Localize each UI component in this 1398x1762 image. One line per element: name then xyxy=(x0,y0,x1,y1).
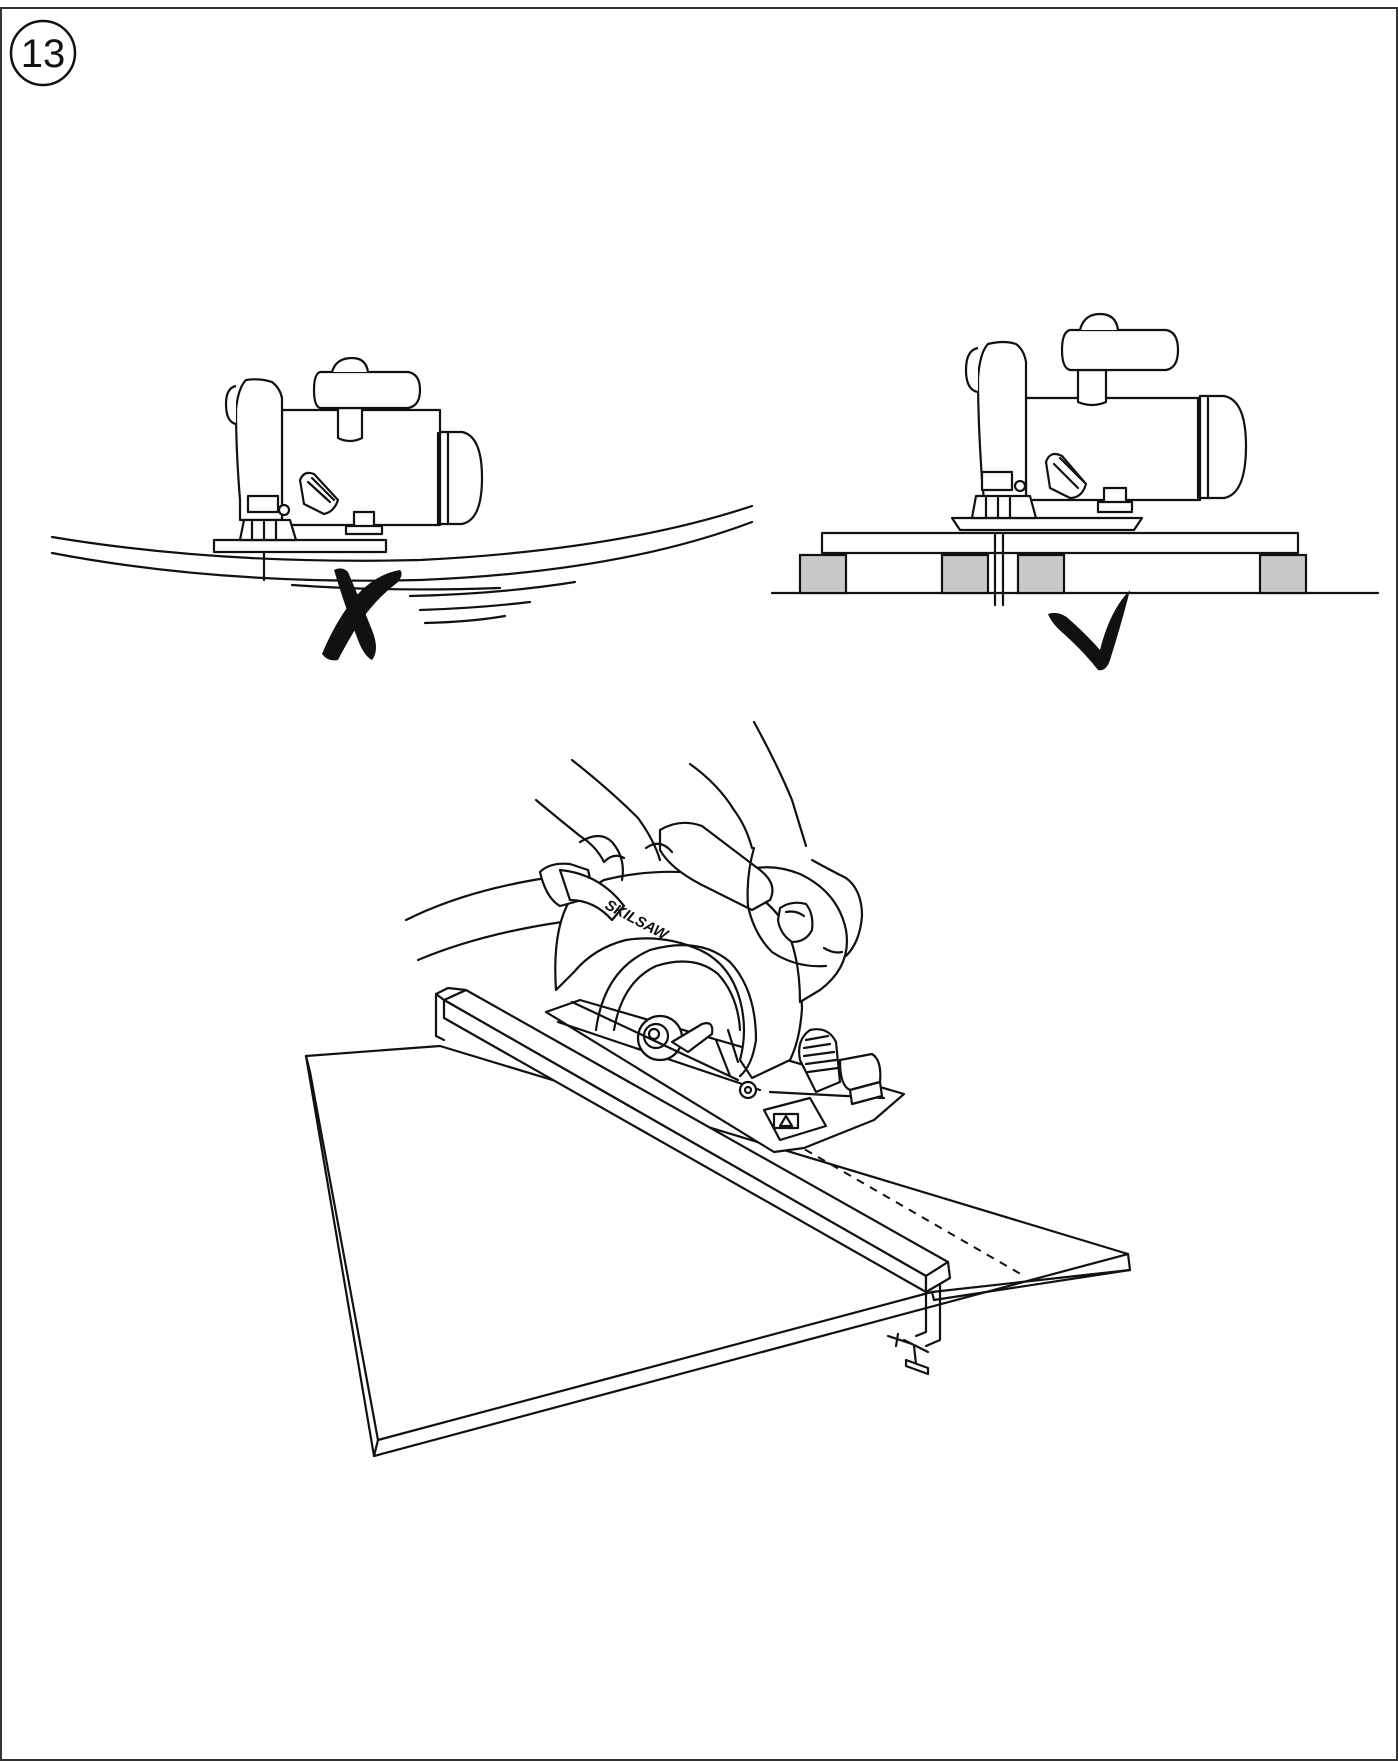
flat-board-icon xyxy=(820,531,1300,555)
circular-saw-side-icon xyxy=(212,356,484,582)
cross-mark-icon xyxy=(322,568,402,661)
support-block xyxy=(940,553,990,595)
support-block xyxy=(798,553,848,595)
step-number-circle xyxy=(9,19,77,87)
page-border xyxy=(0,7,1398,1761)
power-cord-icon xyxy=(404,874,564,962)
main-cutting-illustration: SKILSAW xyxy=(304,720,1132,1458)
circular-saw-side-icon xyxy=(950,312,1248,532)
guide-rail-icon xyxy=(434,986,952,1294)
support-block xyxy=(1258,553,1308,595)
step-number-badge: 13 xyxy=(9,19,77,87)
circular-saw-icon: SKILSAW xyxy=(538,821,906,1154)
clamp-icon xyxy=(886,1282,942,1376)
support-blocks-icon xyxy=(798,553,1308,595)
correct-method-panel xyxy=(770,312,1380,671)
support-block xyxy=(1016,553,1066,595)
board-icon xyxy=(304,1044,1132,1458)
vibration-lines-icon xyxy=(290,580,577,625)
hand-icon xyxy=(688,720,864,968)
wrong-method-panel xyxy=(50,356,754,661)
check-mark-icon xyxy=(1048,590,1130,671)
warped-board-icon xyxy=(50,504,754,582)
hand-icon xyxy=(534,758,674,882)
step-number: 13 xyxy=(21,32,66,76)
